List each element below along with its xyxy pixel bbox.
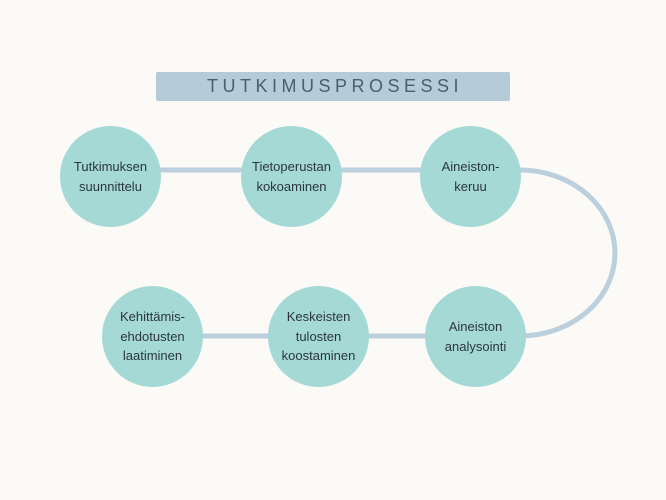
node-label: Aineiston- keruu [441, 159, 500, 194]
process-node-keskeisten-tulosten-koostaminen: Keskeisten tulosten koostaminen [268, 286, 369, 387]
process-node-tutkimuksen-suunnittelu: Tutkimuksen suunnittelu [60, 126, 161, 227]
node-label: Tietoperustan kokoaminen [251, 159, 331, 194]
node-label: Aineiston analysointi [444, 319, 507, 354]
node-label: Kehittämis- ehdotusten laatiminen [119, 309, 186, 364]
process-node-kehittamisehdotusten-laatiminen: Kehittämis- ehdotusten laatiminen [102, 286, 203, 387]
diagram-title: TUTKIMUSPROSESSI [206, 76, 464, 96]
title-banner: TUTKIMUSPROSESSI [156, 72, 510, 101]
process-node-aineistonkeruu: Aineiston- keruu [420, 126, 521, 227]
flow-connector-path [110, 167, 618, 339]
process-node-tietoperustan-kokoaminen: Tietoperustan kokoaminen [241, 126, 342, 227]
node-label: Tutkimuksen suunnittelu [73, 159, 148, 194]
process-node-aineiston-analysointi: Aineiston analysointi [425, 286, 526, 387]
node-label: Keskeisten tulosten koostaminen [281, 309, 356, 364]
